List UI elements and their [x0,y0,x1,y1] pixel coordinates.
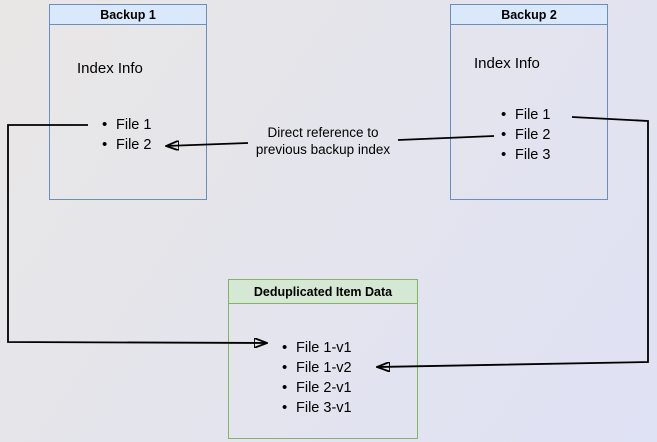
list-item: File 1-v2 [282,358,352,378]
backup2-file-list: File 1 File 2 File 3 [501,105,550,165]
list-item: File 1-v1 [282,338,352,358]
list-item: File 1 [501,105,550,125]
backup1-index-info-label: Index Info [77,60,143,77]
backup2-box: Backup 2 Index Info File 1 File 2 File 3 [450,4,608,200]
list-item: File 1 [102,115,151,135]
backup1-file-list: File 1 File 2 [102,115,151,155]
backup2-title: Backup 2 [451,5,607,25]
list-item: File 2 [501,125,550,145]
dedup-file-list: File 1-v1 File 1-v2 File 2-v1 File 3-v1 [282,338,352,418]
edge-label-direct-reference: Direct reference to previous backup inde… [233,124,413,158]
list-item: File 2-v1 [282,378,352,398]
list-item: File 3 [501,145,550,165]
list-item: File 3-v1 [282,398,352,418]
deduplicated-item-data-box: Deduplicated Item Data File 1-v1 File 1-… [228,279,418,439]
dedup-title: Deduplicated Item Data [229,280,417,304]
list-item: File 2 [102,135,151,155]
backup1-title: Backup 1 [50,5,206,25]
edge-label-line1: Direct reference to [267,125,379,140]
backup1-box: Backup 1 Index Info File 1 File 2 [49,4,207,200]
edge-label-line2: previous backup index [255,142,391,157]
backup2-index-info-label: Index Info [474,55,540,72]
